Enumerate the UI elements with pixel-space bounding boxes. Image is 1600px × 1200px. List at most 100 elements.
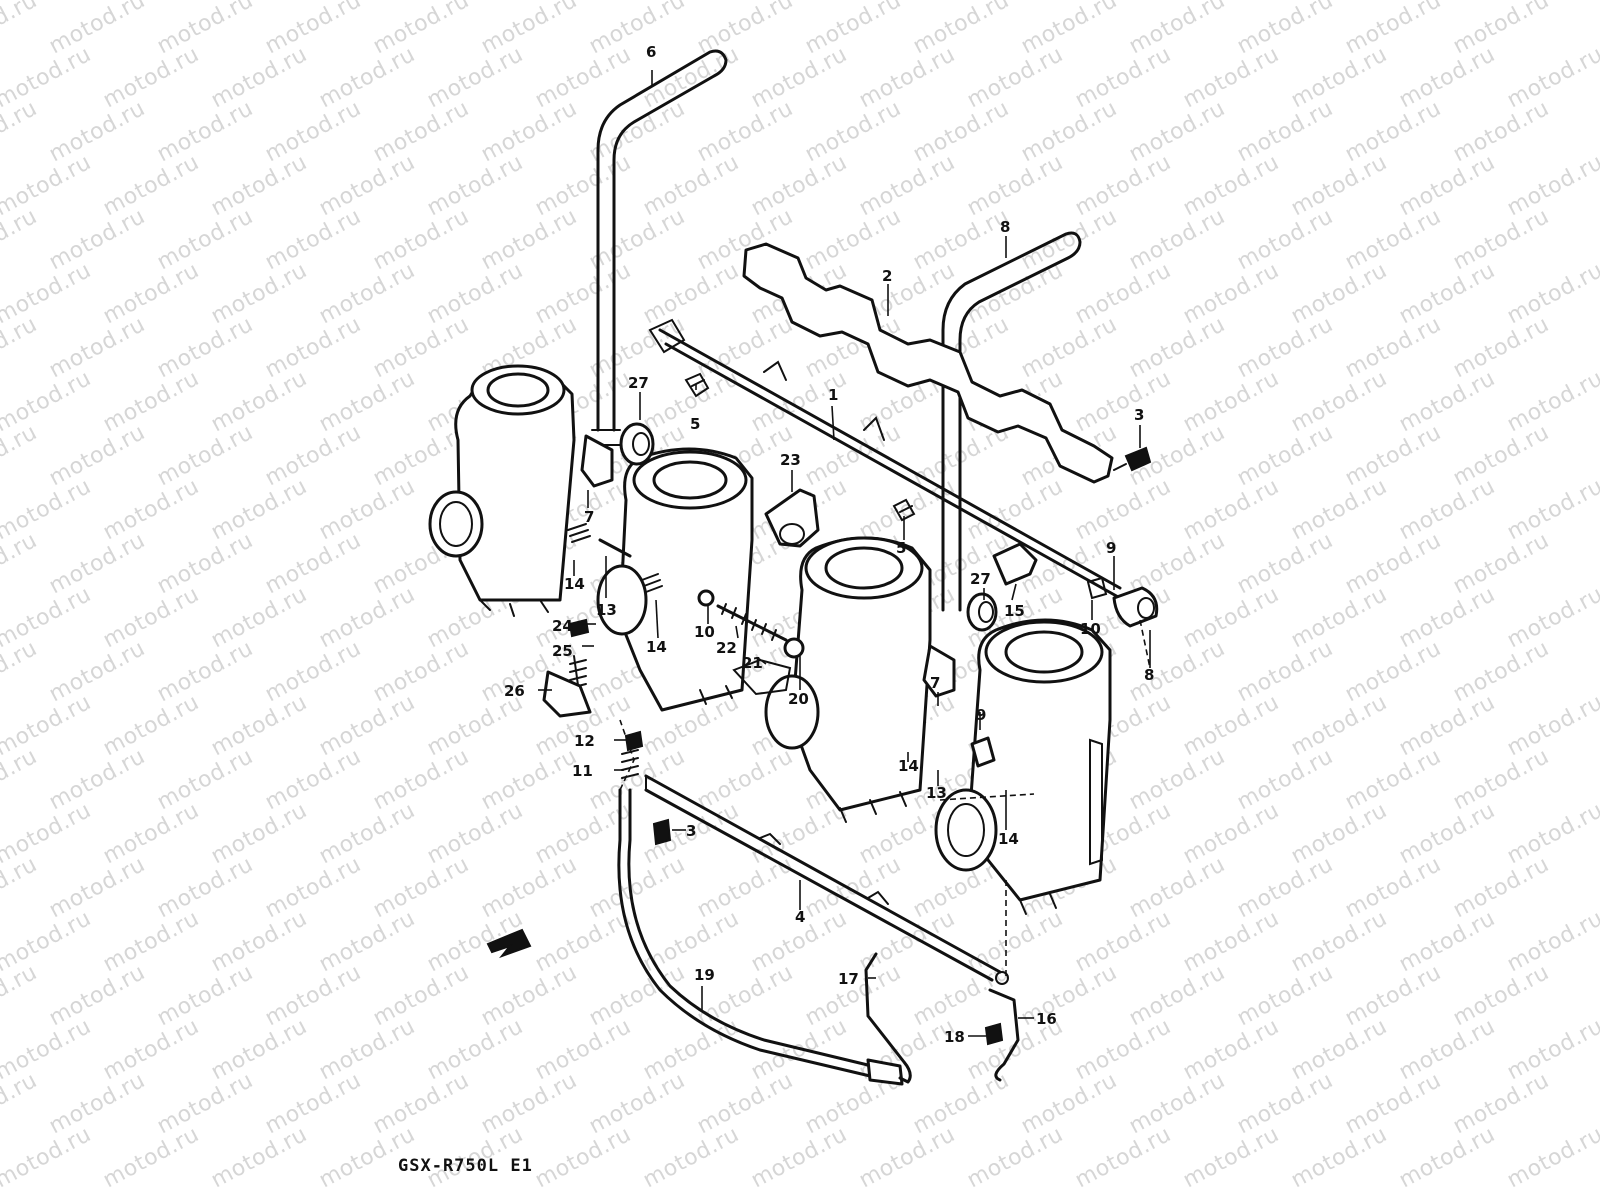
- watermark-text: motod.ru: [1503, 1122, 1600, 1193]
- fuel-joint-part-7-right: [922, 644, 956, 698]
- watermark-text: motod.ru: [1233, 852, 1337, 923]
- watermark-text: motod.ru: [153, 852, 257, 923]
- watermark-text: motod.ru: [207, 474, 311, 545]
- watermark-text: motod.ru: [1287, 906, 1391, 977]
- watermark-text: motod.ru: [1503, 798, 1600, 869]
- watermark-text: motod.ru: [585, 204, 689, 275]
- watermark-text: motod.ru: [1395, 690, 1499, 761]
- callout-9: 9: [976, 706, 986, 724]
- leader-lines: [538, 70, 1151, 1037]
- watermark-text: motod.ru: [1395, 582, 1499, 653]
- cap-part-9-right: [1112, 586, 1159, 628]
- watermark-text: motod.ru: [207, 42, 311, 113]
- watermark-text: motod.ru: [1071, 258, 1175, 329]
- watermark-text: motod.ru: [531, 1014, 635, 1085]
- watermark-text: motod.ru: [1125, 744, 1229, 815]
- fitting-part-27-right: [966, 592, 998, 632]
- watermark-text: motod.ru: [1125, 636, 1229, 707]
- watermark-text: motod.ru: [1449, 636, 1553, 707]
- watermark-text: motod.ru: [0, 0, 41, 59]
- watermark-text: motod.ru: [369, 852, 473, 923]
- watermark-text: motod.ru: [1179, 42, 1283, 113]
- watermark-text: motod.ru: [531, 1122, 635, 1193]
- watermark-text: motod.ru: [1017, 96, 1121, 167]
- watermark-text: motod.ru: [0, 366, 95, 437]
- callout-24: 24: [552, 617, 573, 635]
- clip-part-5-left: [684, 372, 710, 398]
- watermark-text: motod.ru: [477, 0, 581, 59]
- callout-labels: 6 8 2 1 27 5 3 23 7 5 9 27 15 10 14 13 1…: [504, 43, 1154, 1046]
- watermark-text: motod.ru: [0, 582, 95, 653]
- upper-bracket-part-2: [742, 242, 1114, 484]
- watermark-text: motod.ru: [99, 582, 203, 653]
- watermark-text: motod.ru: [1395, 474, 1499, 545]
- callout-1: 1: [828, 386, 838, 404]
- watermark-text: motod.ru: [1449, 744, 1553, 815]
- watermark-text: motod.ru: [747, 42, 851, 113]
- watermark-text: motod.ru: [369, 636, 473, 707]
- watermark-text: motod.ru: [1341, 204, 1445, 275]
- watermark-text: motod.ru: [261, 96, 365, 167]
- callout-26: 26: [504, 682, 525, 700]
- watermark-text: motod.ru: [423, 690, 527, 761]
- callout-21: 21: [742, 654, 763, 672]
- watermark-text: motod.ru: [1179, 366, 1283, 437]
- carburetor-3: [764, 536, 932, 823]
- callout-11: 11: [572, 762, 593, 780]
- watermark-text: motod.ru: [1125, 960, 1229, 1031]
- watermark-text: motod.ru: [1179, 150, 1283, 221]
- watermark-text: motod.ru: [1341, 1068, 1445, 1139]
- watermark-text: motod.ru: [1395, 42, 1499, 113]
- watermark-text: motod.ru: [153, 0, 257, 59]
- watermark-text: motod.ru: [99, 690, 203, 761]
- watermark-text: motod.ru: [1341, 528, 1445, 599]
- watermark-text: motod.ru: [1017, 960, 1121, 1031]
- watermark-text: motod.ru: [261, 420, 365, 491]
- watermark-text: motod.ru: [1125, 312, 1229, 383]
- callout-12: 12: [574, 732, 595, 750]
- watermark-text: motod.ru: [261, 1068, 365, 1139]
- callout-25: 25: [552, 642, 573, 660]
- bolt-part-3-top: [1113, 446, 1152, 472]
- callout-2: 2: [882, 267, 892, 285]
- watermark-text: motod.ru: [747, 150, 851, 221]
- callout-14: 14: [898, 757, 919, 775]
- watermark-text: motod.ru: [1449, 852, 1553, 923]
- watermark-text: motod.ru: [1287, 150, 1391, 221]
- watermark-text: motod.ru: [261, 852, 365, 923]
- bracket-part-15: [992, 542, 1038, 586]
- watermark-text: motod.ru: [315, 690, 419, 761]
- callout-3: 3: [1134, 406, 1144, 424]
- watermark-text: motod.ru: [1503, 258, 1600, 329]
- watermark-text: motod.ru: [477, 96, 581, 167]
- watermark-text: motod.ru: [909, 0, 1013, 59]
- watermark-text: motod.ru: [45, 636, 149, 707]
- watermark-text: motod.ru: [1395, 258, 1499, 329]
- watermark-text: motod.ru: [0, 1014, 95, 1085]
- collar-part-10-right: [1086, 576, 1108, 600]
- watermark-text: motod.ru: [1017, 312, 1121, 383]
- watermark-text: motod.ru: [1179, 798, 1283, 869]
- watermark-text: motod.ru: [1125, 204, 1229, 275]
- watermark-text: motod.ru: [153, 744, 257, 815]
- watermark-text: motod.ru: [1017, 0, 1121, 59]
- watermark-text: motod.ru: [1233, 636, 1337, 707]
- watermark-text: motod.ru: [585, 960, 689, 1031]
- watermark-text: motod.ru: [153, 420, 257, 491]
- watermark-text: motod.ru: [153, 528, 257, 599]
- watermark-text: motod.ru: [369, 960, 473, 1031]
- watermark-text: motod.ru: [1449, 96, 1553, 167]
- watermark-text: motod.ru: [315, 474, 419, 545]
- watermark-text: motod.ru: [963, 258, 1067, 329]
- watermark-text: motod.ru: [207, 798, 311, 869]
- watermark-text: motod.ru: [423, 798, 527, 869]
- callout-8: 8: [1000, 218, 1010, 236]
- bolt-part-3-bottom: [652, 818, 672, 846]
- watermark-text: motod.ru: [639, 1122, 743, 1193]
- watermark-text: motod.ru: [369, 312, 473, 383]
- watermark-text: motod.ru: [1395, 1122, 1499, 1193]
- watermark-text: motod.ru: [1341, 960, 1445, 1031]
- nut-part-18: [984, 1022, 1004, 1046]
- watermark-text: motod.ru: [1233, 96, 1337, 167]
